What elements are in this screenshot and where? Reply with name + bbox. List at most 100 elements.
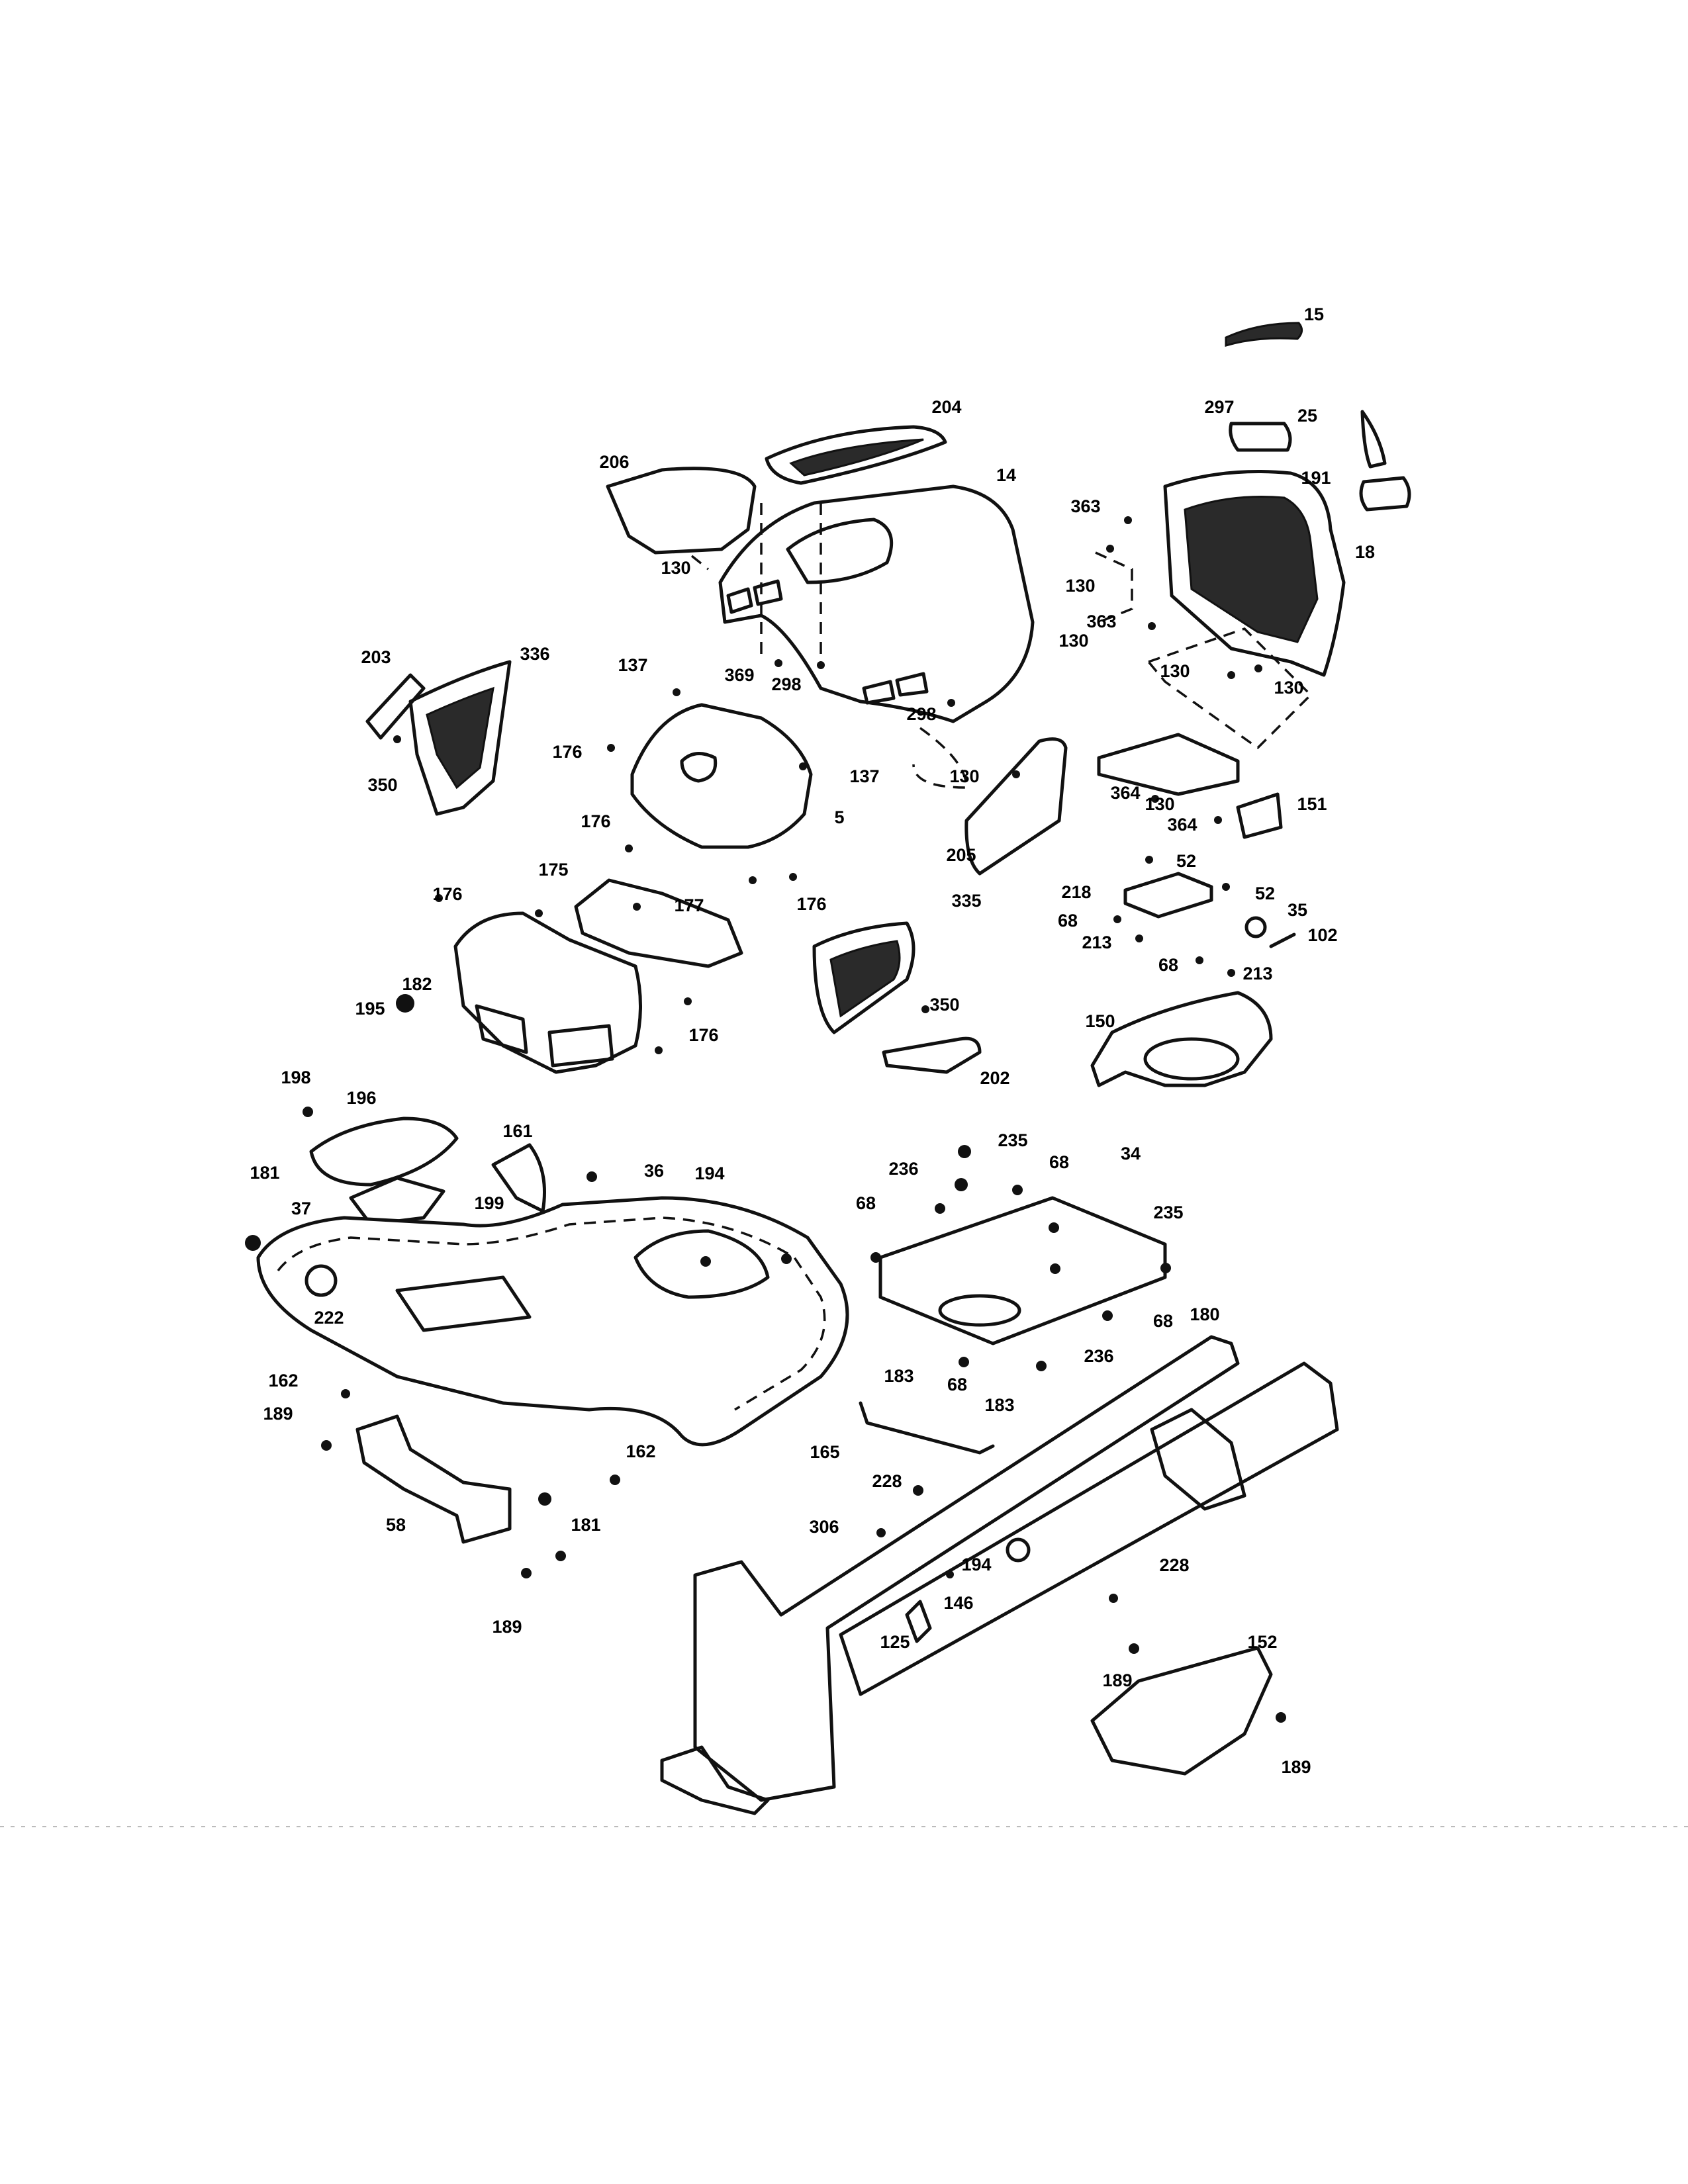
callout-37: 37 [291,1199,311,1218]
part-196-cover [309,1116,459,1187]
callout-213: 213 [1082,933,1111,952]
callout-68: 68 [1153,1311,1173,1331]
callout-222: 222 [314,1308,344,1328]
part-205-step-panel [964,737,1068,876]
callout-205: 205 [946,845,976,865]
callout-194: 194 [694,1163,724,1183]
callout-298: 298 [906,704,936,724]
part-35-washer [1244,916,1267,938]
part-37-hole [305,1264,338,1297]
callout-189: 189 [492,1617,522,1637]
callout-198: 198 [281,1068,310,1087]
callout-130: 130 [661,558,690,578]
part-182-vents [475,1004,614,1068]
callout-162: 162 [268,1371,298,1390]
callout-176: 176 [581,811,610,831]
part-204-grille-mesh [789,438,924,477]
part-336-panel-mesh [426,686,494,790]
part-14-hood-vents [726,579,929,705]
callout-125: 125 [880,1632,910,1652]
callout-130: 130 [1058,631,1088,651]
callout-36: 36 [644,1161,664,1181]
callout-202: 202 [980,1068,1009,1088]
part-202-trim [882,1036,982,1074]
callout-298: 298 [771,674,801,694]
callout-195: 195 [355,999,385,1019]
callout-335: 335 [951,891,981,911]
part-25-light [1360,410,1387,469]
callout-150: 150 [1085,1011,1115,1031]
frame-assembly [660,1335,1339,1815]
callout-189: 189 [263,1404,293,1424]
callout-218: 218 [1061,882,1091,902]
callout-175: 175 [538,860,568,880]
callout-180: 180 [1190,1304,1219,1324]
part-206-bracket [606,467,757,555]
callout-176: 176 [552,742,582,762]
callout-102: 102 [1307,925,1337,945]
callout-137: 137 [849,766,879,786]
callout-151: 151 [1297,794,1327,814]
callout-25: 25 [1297,406,1317,426]
callout-228: 228 [872,1471,902,1491]
callout-236: 236 [888,1159,918,1179]
part-150-opening [1143,1037,1240,1081]
callout-306: 306 [809,1517,839,1537]
hood-assembly [365,322,1411,1087]
callout-297: 297 [1204,397,1234,417]
part-191-lens [1359,476,1411,512]
fender-assembly [256,1116,1167,1544]
callout-34: 34 [1121,1144,1141,1163]
callout-364: 364 [1110,783,1140,803]
part-37-fender [256,1196,849,1447]
part-364-bracket [1097,733,1240,796]
part-15-emblem [1225,322,1303,347]
part-180-frame-rail [839,1361,1339,1696]
callout-137: 137 [618,655,647,675]
callout-191: 191 [1301,468,1331,488]
part-14-hood [718,484,1035,723]
callout-194: 194 [961,1555,991,1574]
part-175-bracket [574,878,743,968]
callout-350: 350 [367,775,397,795]
callout-68: 68 [1049,1152,1069,1172]
callout-204: 204 [931,397,961,417]
callout-58: 58 [386,1515,406,1535]
part-206-dashline [690,555,710,570]
callout-369: 369 [724,665,754,685]
callout-5: 5 [834,807,844,827]
callout-196: 196 [346,1088,376,1108]
callout-68: 68 [1158,955,1178,975]
callout-183: 183 [884,1366,914,1386]
callout-68: 68 [856,1193,876,1213]
part-37-seat-opening [633,1229,770,1299]
callout-14: 14 [996,465,1016,485]
part-203-bracket [365,673,426,740]
part-5-dash-gauge [680,752,718,783]
callout-52: 52 [1176,851,1196,871]
part-34-plate-slot [938,1294,1021,1327]
callout-177: 177 [674,895,704,915]
callout-130: 130 [1065,576,1095,596]
callout-350: 350 [929,995,959,1015]
callout-336: 336 [520,644,549,664]
part-297-lens [1229,422,1292,452]
hood-latch-dashline [760,503,822,668]
callout-206: 206 [599,452,629,472]
callout-235: 235 [1153,1203,1183,1222]
part-165-rod [859,1401,995,1455]
callout-236: 236 [1084,1346,1113,1366]
callout-130: 130 [1160,661,1190,681]
part-18-grille-mesh [1184,495,1319,643]
part-125-clip [905,1600,932,1643]
callout-18: 18 [1355,542,1375,562]
callout-199: 199 [474,1193,504,1213]
part-151-bracket [1236,792,1283,839]
part-218-mount-bracket [1123,872,1213,919]
part-180-frame [693,1335,1240,1802]
callout-363: 363 [1086,612,1116,631]
part-14-hood-opening [786,518,894,584]
part-102-pin [1269,933,1296,948]
callout-130: 130 [1274,678,1303,698]
